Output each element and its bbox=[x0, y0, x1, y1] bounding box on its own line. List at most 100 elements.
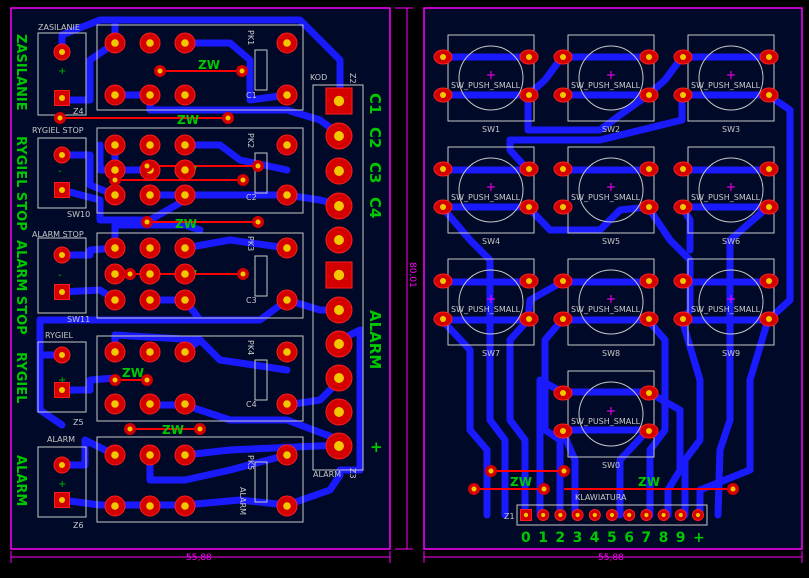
keypad-pin-0-drill bbox=[523, 512, 529, 518]
relay-cap-pad-3-b-drill bbox=[283, 400, 291, 408]
switch-outline-7 bbox=[567, 258, 655, 346]
connector-ref-3: Z5 bbox=[73, 418, 84, 427]
switch-value-8: SW_PUSH_SMALL bbox=[691, 305, 761, 314]
keypad-pin-label-9: 9 bbox=[676, 530, 686, 546]
right-via-4-drill bbox=[730, 486, 736, 492]
relay-pad-4-0-0-drill bbox=[111, 451, 119, 459]
keypad-pin-label-0: 0 bbox=[521, 530, 531, 546]
switch-pad-0-1-drill bbox=[440, 54, 446, 60]
header-pad-5-drill bbox=[333, 269, 345, 281]
jumper-via-3-drill bbox=[225, 115, 231, 121]
relay-pad-1-2-1-drill bbox=[181, 191, 189, 199]
relay-mid-pad-1-0-drill bbox=[111, 270, 119, 278]
switch-pad-3-2-drill bbox=[526, 166, 532, 172]
switch-pad-1-3-drill bbox=[560, 92, 566, 98]
switch-body-5 bbox=[698, 157, 764, 223]
terminal-pad-3-b-drill bbox=[59, 387, 65, 393]
relay-mid-pad-0-0-drill bbox=[111, 166, 119, 174]
header-pad-4-drill bbox=[334, 235, 344, 245]
left-zw-label-1: ZW bbox=[177, 113, 199, 127]
switch-body-1 bbox=[578, 45, 644, 111]
switch-pad-0-4-drill bbox=[526, 92, 532, 98]
switch-pad-4-2-drill bbox=[646, 166, 652, 172]
relay-cap-pad-3-a-drill bbox=[283, 348, 291, 356]
relay-cap-pad-1-b-drill bbox=[283, 191, 291, 199]
keypad-pin-label-8: 8 bbox=[659, 530, 669, 546]
copper-label-c2: C2 bbox=[366, 127, 384, 148]
switch-ref-7: SW8 bbox=[602, 349, 620, 358]
switch-pad-4-4-drill bbox=[646, 204, 652, 210]
jumper-via-4-drill bbox=[144, 163, 150, 169]
switch-body-9 bbox=[578, 381, 644, 447]
terminal-pad-0-b-drill bbox=[59, 95, 65, 101]
connector-ref-0: Z4 bbox=[73, 107, 84, 116]
keypad-pin-4-drill bbox=[592, 512, 597, 518]
right-top-jumpers bbox=[474, 470, 733, 490]
keypad-header bbox=[516, 504, 708, 526]
minus-mark-2: - bbox=[58, 270, 62, 281]
switch-value-4: SW_PUSH_SMALL bbox=[571, 193, 641, 202]
header-pad-6-drill bbox=[334, 305, 344, 315]
switch-value-7: SW_PUSH_SMALL bbox=[571, 305, 641, 314]
switch-pad-3-4-drill bbox=[526, 204, 532, 210]
switch-pad-9-1-drill bbox=[560, 390, 566, 396]
relay-cap-pad-0-b-drill bbox=[283, 91, 291, 99]
terminal-pad-0-a-drill bbox=[58, 48, 66, 56]
switch-pad-8-3-drill bbox=[680, 316, 686, 322]
side-label-rygiel-stop: RYGIEL STOP bbox=[13, 136, 28, 231]
jumper-via-1-drill bbox=[239, 68, 245, 74]
keypad-pin-2-drill bbox=[558, 512, 563, 518]
switch-pad-5-1-drill bbox=[680, 166, 686, 172]
switch-value-0: SW_PUSH_SMALL bbox=[451, 81, 521, 90]
relay-ref-pk3: PK3 bbox=[246, 236, 255, 251]
connector-label-3: RYGIEL bbox=[45, 331, 74, 340]
jumper-via-0-drill bbox=[157, 68, 163, 74]
switch-value-6: SW_PUSH_SMALL bbox=[451, 305, 521, 314]
switch-ref-3: SW4 bbox=[482, 237, 500, 246]
header-z3-ref: Z3 bbox=[348, 468, 357, 479]
right-via-1-drill bbox=[541, 486, 547, 492]
switch-value-5: SW_PUSH_SMALL bbox=[691, 193, 761, 202]
right-via-2-drill bbox=[488, 468, 494, 474]
switch-pad-4-1-drill bbox=[560, 166, 566, 172]
switch-pad-3-1-drill bbox=[440, 166, 446, 172]
switch-pad-1-2-drill bbox=[646, 54, 652, 60]
keypad-pin-8-drill bbox=[661, 512, 666, 518]
switch-body-2 bbox=[698, 45, 764, 111]
keypad-pin-label-5: 5 bbox=[607, 530, 617, 546]
header-alarm-label: ALARM bbox=[313, 470, 341, 479]
switch-body-7 bbox=[578, 269, 644, 335]
cap-label-c3: C3 bbox=[246, 296, 257, 305]
terminal-pad-2-a-drill bbox=[58, 251, 66, 259]
switch-ref-4: SW5 bbox=[602, 237, 620, 246]
switch-outline-5 bbox=[687, 146, 775, 234]
left-zw-label-5: ZW bbox=[122, 366, 144, 380]
switch-value-2: SW_PUSH_SMALL bbox=[691, 81, 761, 90]
keypad-pin-10-drill bbox=[695, 512, 701, 518]
switch-outline-3 bbox=[447, 146, 535, 234]
switch-outline-4 bbox=[567, 146, 655, 234]
relay-mid-pad-0-2-drill bbox=[181, 166, 189, 174]
switch-pad-7-1-drill bbox=[560, 278, 566, 284]
keypad-pin-3-drill bbox=[575, 512, 580, 518]
plus-mark-2: + bbox=[58, 375, 66, 386]
left-silk-outlines bbox=[37, 24, 364, 523]
relay-pad-4-1-0-drill bbox=[146, 451, 154, 459]
header-z2-ref: Z2 bbox=[348, 73, 357, 84]
terminal-pad-2-b-drill bbox=[59, 289, 65, 295]
relay-pad-3-0-0-drill bbox=[111, 348, 119, 356]
switch-body-3 bbox=[458, 157, 524, 223]
relay-cap-pad-0-a-drill bbox=[283, 39, 291, 47]
jumper-via-15-drill bbox=[197, 426, 203, 432]
relay-cap-pad-1-a-drill bbox=[283, 141, 291, 149]
copper-label-c4: C4 bbox=[366, 197, 384, 218]
terminal-pad-4-b-drill bbox=[59, 497, 65, 503]
relay-pad-0-2-1-drill bbox=[181, 91, 189, 99]
keypad-pin-label-3: 3 bbox=[573, 530, 583, 546]
header-pad-1-drill bbox=[334, 131, 344, 141]
switch-pad-5-4-drill bbox=[766, 204, 772, 210]
cap-label-c2: C2 bbox=[246, 193, 257, 202]
switch-pad-0-2-drill bbox=[526, 54, 532, 60]
switch-pad-6-2-drill bbox=[526, 278, 532, 284]
switch-pad-1-4-drill bbox=[646, 92, 652, 98]
